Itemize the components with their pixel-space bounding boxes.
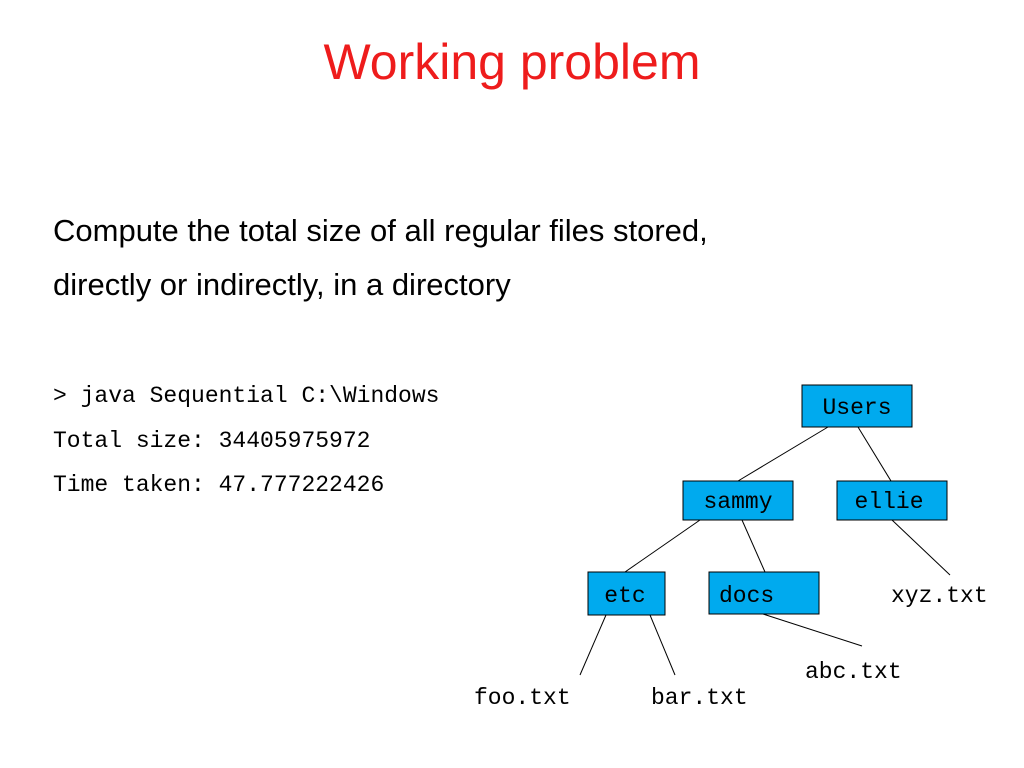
directory-node-docs-label: docs [719,583,774,609]
directory-node-docs: docs [708,571,820,615]
file-node-abc: abc.txt [805,659,902,685]
problem-statement-line-2: directly or indirectly, in a directory [53,267,511,302]
directory-node-etc-label: etc [604,583,645,609]
directory-node-sammy: sammy [682,480,794,521]
directory-node-ellie-label: ellie [854,489,923,515]
file-node-bar: bar.txt [651,685,748,711]
directory-node-docs-box [708,571,820,615]
directory-node-users: Users [801,384,913,428]
edge-sammy-docs [741,519,766,573]
edge-users-ellie [857,426,892,482]
edge-users-sammy [737,426,829,482]
console-total-size: Total size: 34405975972 [53,427,371,454]
console-output: > java Sequential C:\Windows Total size:… [53,374,439,508]
edge-docs-abc [762,613,863,647]
slide-title: Working problem [323,34,701,90]
edge-etc-bar [649,614,676,676]
file-node-xyz: xyz.txt [891,583,988,609]
directory-node-users-box [801,384,913,428]
problem-statement-line-1: Compute the total size of all regular fi… [53,213,708,248]
directory-node-sammy-box [682,480,794,521]
edge-ellie-xyz [891,519,951,576]
edge-sammy-etc [624,519,701,573]
directory-node-ellie: ellie [836,480,948,521]
file-node-foo: foo.txt [474,685,571,711]
console-command: > java Sequential C:\Windows [53,383,440,409]
directory-node-etc-box [587,571,666,616]
edge-etc-foo [579,614,607,676]
directory-node-sammy-label: sammy [703,489,772,515]
directory-node-ellie-box [836,480,948,521]
console-time-taken: Time taken: 47.777222426 [53,472,385,498]
directory-node-etc: etc [587,571,666,616]
tree-edges [579,426,951,676]
directory-node-users-label: Users [822,395,891,421]
problem-statement: Compute the total size of all regular fi… [53,204,953,312]
